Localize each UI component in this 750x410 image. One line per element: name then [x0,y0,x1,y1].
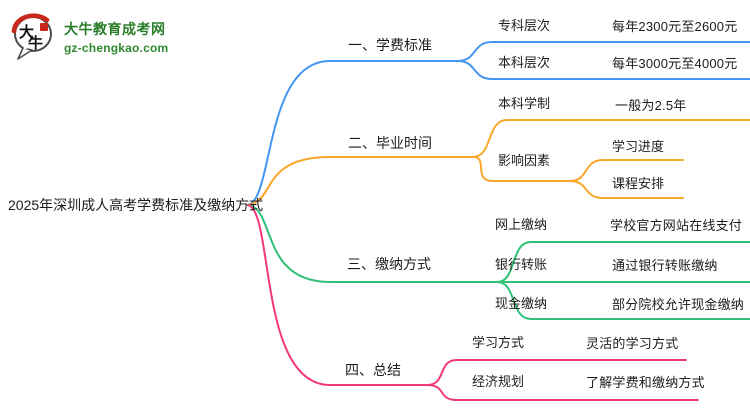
logo-seal-icon [40,23,48,31]
branch-4-child-1-value[interactable]: 灵活的学习方式 [586,336,679,351]
branch-1-label[interactable]: 一、学费标准 [348,37,432,53]
logo-char-bottom: 牛 [28,34,43,52]
branch-1-child-2-label[interactable]: 本科层次 [498,55,551,70]
branch-3-child-1-value[interactable]: 学校官方网站在线支付 [610,218,743,233]
branch-1-child-2-value[interactable]: 每年3000元至4000元 [612,56,738,71]
branch-2-grandchild-1-label[interactable]: 学习进度 [612,139,665,154]
branch-1-links [247,41,750,206]
logo-char-top: 大 [19,23,34,41]
branch-2-grandchild-2-label[interactable]: 课程安排 [612,176,665,191]
branch-2-links [247,119,750,206]
branch-3-label[interactable]: 三、缴纳方式 [347,256,431,272]
logo-text: 大牛教育成考网 gz-chengkao.com [64,10,168,55]
branch-4-child-2-value[interactable]: 了解学费和缴纳方式 [586,375,705,390]
branch-2-label[interactable]: 二、毕业时间 [348,135,432,151]
central-topic[interactable]: 2025年深圳成人高考学费标准及缴纳方式 [8,197,264,213]
branch-3-child-1-label[interactable]: 网上缴纳 [495,217,548,232]
branch-4-links [247,204,699,401]
branch-1-child-1-label[interactable]: 专科层次 [498,18,551,33]
logo-speech-bubble-icon: 大 牛 [11,13,52,60]
branch-2-child-1-label[interactable]: 本科学制 [498,96,551,111]
branch-4-label[interactable]: 四、总结 [345,362,401,378]
branch-2-child-1-value[interactable]: 一般为2.5年 [615,98,687,113]
branch-1-child-1-value[interactable]: 每年2300元至2600元 [612,19,738,34]
branch-3-links [247,204,750,320]
branch-4-child-1-label[interactable]: 学习方式 [472,335,525,350]
branch-3-child-2-value[interactable]: 通过银行转账缴纳 [612,258,718,273]
branch-2-child-2-label[interactable]: 影响因素 [498,153,551,168]
branch-3-child-3-value[interactable]: 部分院校允许现金缴纳 [612,297,745,312]
branch-3-child-3-label[interactable]: 现金缴纳 [495,296,548,311]
logo-title: 大牛教育成考网 [64,21,166,37]
branch-3-child-2-label[interactable]: 银行转账 [495,257,548,272]
branch-4-child-2-label[interactable]: 经济规划 [472,374,525,389]
logo-subtitle: gz-chengkao.com [64,41,169,55]
site-logo[interactable]: 大 牛 大牛教育成考网 gz-chengkao.com [10,10,168,60]
